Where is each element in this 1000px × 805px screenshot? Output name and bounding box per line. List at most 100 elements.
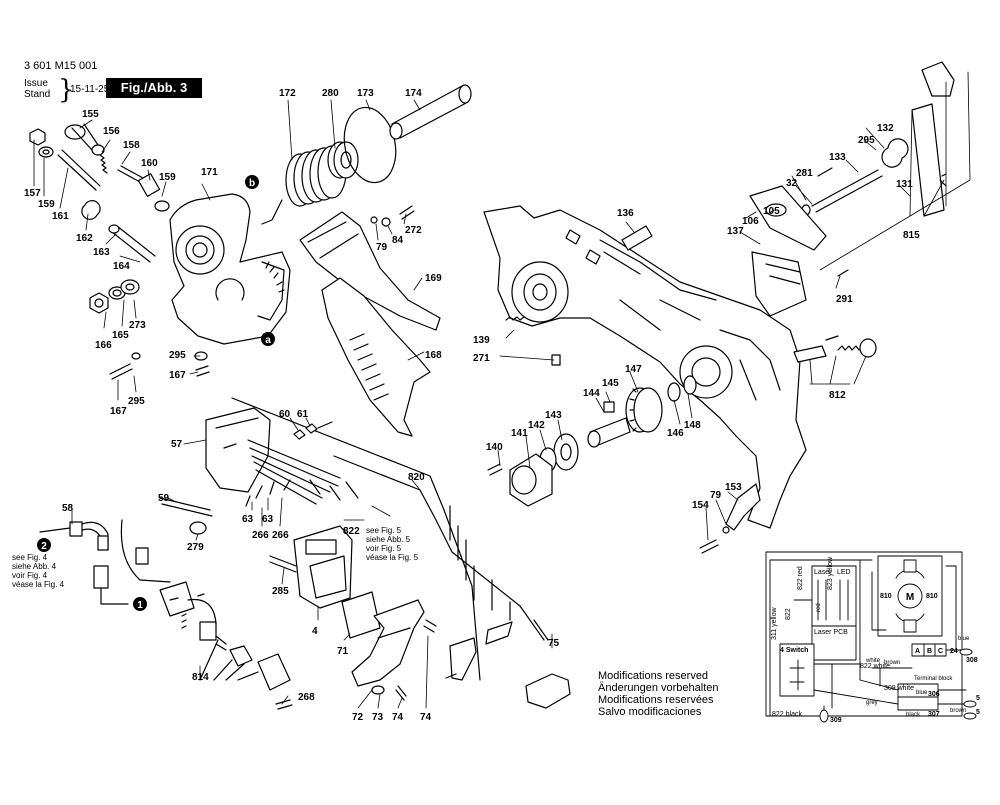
note-line: voir Fig. 4 [12,571,48,580]
wiring-label: 822 white [860,663,890,670]
note-line: see Fig. 4 [12,553,48,562]
part-label: 79 [710,490,722,501]
part-label: 266 [252,530,269,541]
part-label: 266 [272,530,289,541]
part-label: 163 [93,247,110,258]
switch-harness-drawing [39,397,571,710]
part-label: 156 [103,126,120,137]
part-label: 271 [473,353,490,364]
part-label: 153 [725,482,742,493]
part-label: 272 [405,225,422,236]
wiring-label: 823 yellow [827,556,834,590]
wiring-label: 810 [926,593,938,600]
callout-marker-a [261,332,275,346]
part-label: 295 [858,135,875,146]
part-label: 63 [262,514,274,525]
part-label: 144 [583,388,600,399]
callout-marker-2-label: 2 [41,541,47,552]
wiring-label: 822 [785,608,792,620]
part-label: 815 [903,230,920,241]
note-line: voir Fig. 5 [366,544,402,553]
part-label: 131 [896,179,913,190]
part-label: 273 [129,320,146,331]
wiring-label: C [938,648,943,655]
part-label: 148 [684,420,701,431]
part-label: 166 [95,340,112,351]
wiring-label: 4 Switch [780,647,808,654]
modifications-note: Modifications reserved Änderungen vorbeh… [598,670,718,718]
part-label: 173 [357,88,374,99]
wiring-label: 309 [830,717,842,724]
part-label: 158 [123,140,140,151]
part-label: 60 [279,409,291,420]
callout-marker-2 [37,538,51,552]
part-label: 161 [52,211,69,222]
motor-label: M [906,592,914,603]
part-label: 137 [727,226,744,237]
callout-marker-b-label: b [249,178,255,189]
note-line: Salvo modificaciones [598,706,702,718]
wiring-label: 5 [976,695,980,702]
wiring-label: blue [916,690,928,696]
part-label: 132 [877,123,894,134]
part-label: 105 [763,206,780,217]
leader-lines [33,71,971,709]
part-label: 63 [242,514,254,525]
wiring-label: A [915,648,920,655]
part-label: 75 [548,638,560,649]
part-label: 295 [169,350,186,361]
note-line: siehe Abb. 4 [12,562,57,571]
wiring-label: 24 [950,648,958,655]
part-label: 73 [372,712,384,723]
part-label: 154 [692,500,709,511]
wiring-label: 810 [880,593,892,600]
wiring-label: red [816,603,822,612]
wiring-label: black [906,712,921,718]
part-label: 167 [169,370,186,381]
part-label: 147 [625,364,642,375]
part-label: 71 [337,646,349,657]
part-label: 280 [322,88,339,99]
part-label: 812 [829,390,846,401]
part-label: 162 [76,233,93,244]
part-label: 146 [667,428,684,439]
part-label: 133 [829,152,846,163]
part-label: 822 [343,526,360,537]
part-label: 165 [112,330,129,341]
part-label: 141 [511,428,528,439]
wiring-label: brown [884,660,900,666]
part-label: 295 [128,396,145,407]
wiring-label: 822 black [772,711,802,718]
gear-train-drawing [487,375,697,507]
support-arm-drawing [749,61,955,363]
stand-label: Stand [24,89,51,100]
wiring-label: 308 [966,657,978,664]
callout-markers: b a 1 2 [37,175,275,611]
issue-stand-labels: Issue Stand [24,78,64,100]
part-label: 84 [392,235,404,246]
part-label: 32 [786,178,798,189]
part-label: 139 [473,335,490,346]
wiring-label: Laser PCB [814,629,848,636]
part-label: 820 [408,472,425,483]
note-line: see Fig. 5 [366,526,402,535]
wiring-label: brown [950,708,966,714]
issue-date: 15-11-25 [70,84,110,95]
part-label: 814 [192,672,209,683]
part-label: 167 [110,406,127,417]
part-label: 281 [796,168,813,179]
part-label: 57 [171,439,183,450]
part-label: 171 [201,167,218,178]
wiring-label: Laser [814,569,832,576]
callout-marker-b [245,175,259,189]
document-number: 3 601 M15 001 [24,60,98,72]
wiring-label: 5 [976,709,980,716]
wiring-label: grey [866,700,878,706]
wiring-label: Terminal block [914,676,953,682]
part-label: 74 [392,712,404,723]
part-label: 279 [187,542,204,553]
figure-badge: Fig./Abb. 3 [106,78,202,98]
wiring-label: blue [958,636,970,642]
